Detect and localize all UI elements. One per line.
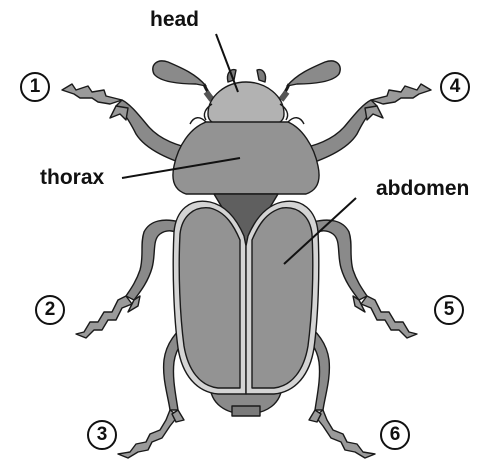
leg-number-2: 2 [35,295,65,325]
antenna-left [153,61,218,104]
leg-number-4: 4 [440,72,470,102]
leg-number-1: 1 [20,72,50,102]
leg-number-3: 3 [87,420,117,450]
label-abdomen: abdomen [376,178,469,199]
head [208,82,284,124]
label-thorax: thorax [40,167,104,188]
leg-5 [311,220,417,338]
antenna-right [275,61,340,104]
leg-number-6: 6 [380,420,410,450]
leg-number-5: 5 [434,295,464,325]
head-pointer-line [216,34,238,92]
leg-2 [76,220,182,338]
label-head: head [150,9,199,30]
mandible-right [257,70,266,82]
thorax [173,122,319,194]
